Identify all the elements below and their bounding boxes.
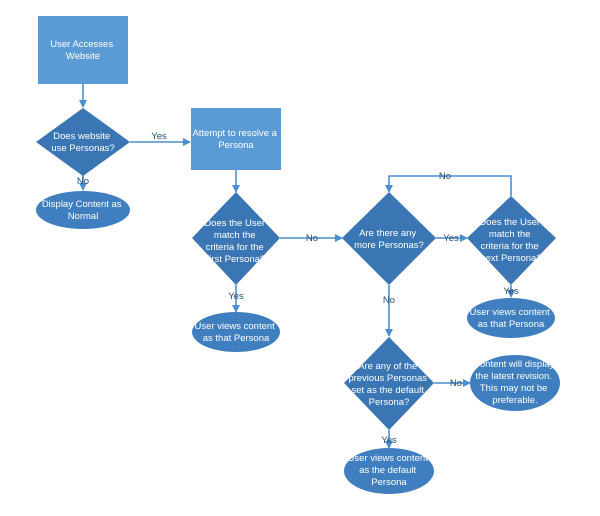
edge-label-no: No	[383, 295, 395, 306]
process-user-accesses-website: User Accesses Website	[38, 16, 128, 84]
edge-label-yes: Yes	[381, 435, 397, 446]
terminal-views-default-persona: User views content as the default Person…	[344, 448, 434, 494]
edge-label-no: No	[306, 233, 318, 244]
terminal-views-first-persona: User views content as that Persona	[192, 312, 280, 352]
terminal-views-next-persona: User views content as that Persona	[467, 298, 555, 338]
node-label: Attempt to resolve a Persona	[192, 128, 279, 151]
node-label: Are there any more Personas?	[354, 228, 424, 251]
edge-label-yes: Yes	[503, 286, 519, 297]
edge-label-yes: Yes	[228, 291, 244, 302]
node-label: User Accesses Website	[50, 39, 115, 62]
node-label: Display Content as Normal	[42, 199, 124, 222]
edge-label-yes: Yes	[151, 131, 167, 142]
node-label: User views content as that Persona	[470, 307, 553, 330]
edge-label-no: No	[439, 171, 451, 182]
node-label: Are any of the previous Personas set as …	[348, 361, 429, 408]
edge-label-no: No	[450, 378, 462, 389]
decision-more-personas: Are there any more Personas?	[342, 192, 436, 285]
decision-match-first-persona: Does the User match the criteria for the…	[192, 192, 280, 285]
edge-no-loop-back	[385, 175, 512, 196]
terminal-latest-revision: Content will display the latest revision…	[470, 355, 560, 411]
edge-labels: Yes No No Yes No Yes No Yes No Yes	[77, 131, 519, 446]
edge-label-no: No	[77, 176, 89, 187]
node-label: Content will display the latest revision…	[473, 359, 557, 406]
node-label: User views content as that Persona	[195, 321, 278, 344]
node-label: User views content as the default Person…	[348, 453, 431, 488]
decision-any-default-persona: Are any of the previous Personas set as …	[344, 337, 434, 430]
node-label: Does the User match the criteria for the…	[479, 217, 542, 264]
process-attempt-resolve-persona: Attempt to resolve a Persona	[191, 108, 281, 170]
decision-uses-personas: Does website use Personas?	[36, 108, 130, 176]
terminal-display-content-normal: Display Content as Normal	[36, 191, 130, 229]
connectors	[79, 84, 515, 449]
edge-label-yes: Yes	[443, 233, 459, 244]
decision-match-next-persona: Does the User match the criteria for the…	[467, 196, 556, 285]
node-label: Does website use Personas?	[51, 131, 114, 154]
node-label: Does the User match the criteria for the…	[204, 218, 267, 265]
